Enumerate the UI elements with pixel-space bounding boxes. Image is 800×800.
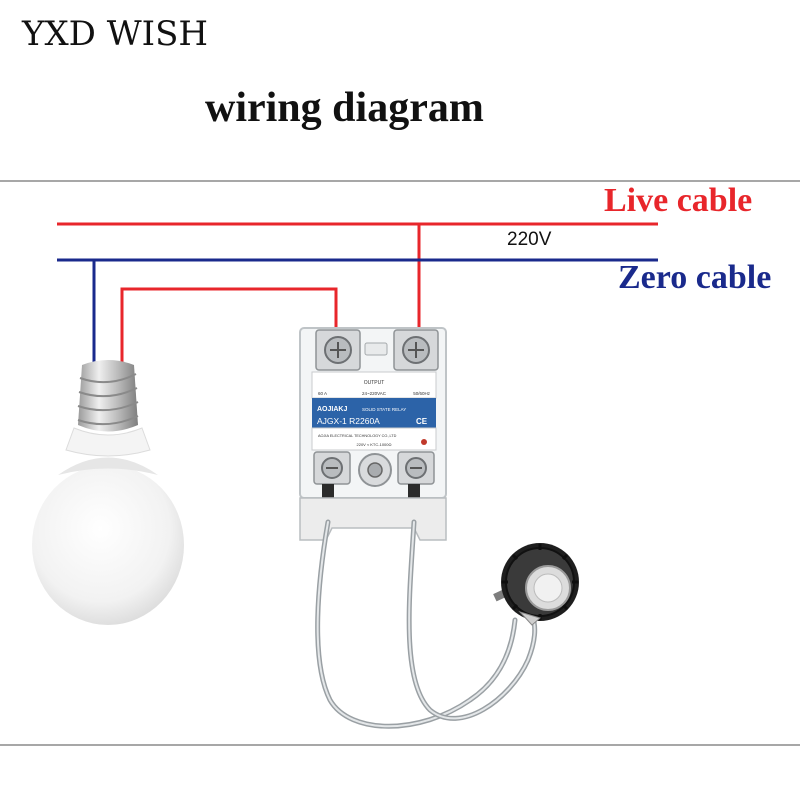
live-cable-label: Live cable — [604, 182, 753, 219]
diagram-title: wiring diagram — [205, 85, 484, 131]
relay-maker-text: AOJIA ELECTRICAL TECHNOLOGY CO.,LTD — [318, 434, 397, 438]
brand-name: YXD WISH — [22, 14, 209, 54]
potentiometer-knob-icon — [493, 543, 579, 626]
zero-cable-label: Zero cable — [618, 259, 772, 296]
relay-icon: OUTPUT 60 A 24~220VAC 50/60Hz AOJIAKJ SO… — [299, 327, 447, 541]
relay-output-text: OUTPUT — [364, 380, 385, 386]
control-wires — [315, 519, 538, 729]
relay-rating-mid: 24~220VAC — [362, 391, 387, 396]
relay-ce-mark: CE — [416, 417, 428, 426]
relay-rating-right: 50/60Hz — [413, 391, 431, 396]
bulb-to-relay-wire — [120, 287, 338, 362]
voltage-label: 220V — [507, 229, 552, 250]
relay-input-text: 220V ≈ KTC-1000Ω — [357, 442, 392, 447]
relay-model-text: AJGX-1 R2260A — [317, 416, 380, 426]
light-bulb-icon — [32, 360, 184, 625]
relay-type-text: SOLID STATE RELAY — [362, 407, 406, 412]
relay-brand-text: AOJIAKJ — [317, 406, 347, 413]
relay-rating-left: 60 A — [318, 391, 327, 396]
